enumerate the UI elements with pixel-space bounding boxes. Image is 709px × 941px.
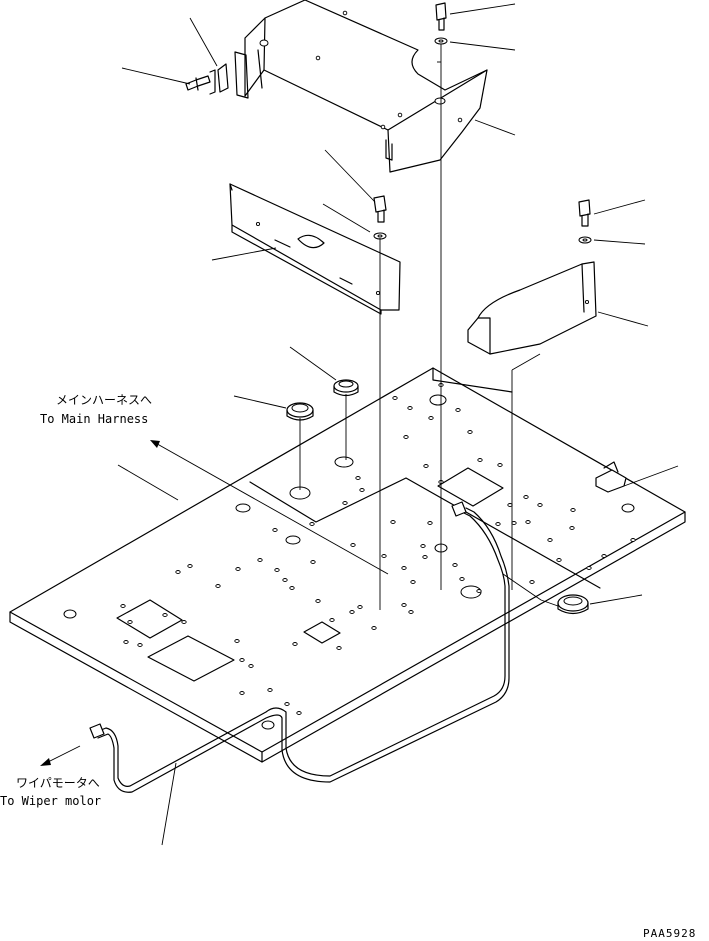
bolt-hole — [586, 566, 592, 570]
bolt-hole — [403, 435, 409, 439]
bolt-hole — [234, 639, 240, 643]
label-main-harness-en: To Main Harness — [40, 412, 148, 426]
bolt-hole — [187, 564, 193, 568]
bolt-hole — [162, 613, 168, 617]
bolt-hole — [507, 503, 513, 507]
bolt-hole — [371, 626, 377, 630]
bolt-hole — [235, 567, 241, 571]
bolt-hole — [428, 416, 434, 420]
bolt-hole — [127, 620, 133, 624]
assembly-lines — [299, 44, 559, 610]
bolt-hole — [120, 604, 126, 608]
bolt-hole — [427, 521, 433, 525]
small-holes — [120, 383, 636, 715]
bolt-hole — [537, 503, 543, 507]
bolt-hole — [392, 396, 398, 400]
bolt-hole — [556, 558, 562, 562]
bolt-hole — [467, 430, 473, 434]
bolt-hole — [511, 521, 517, 525]
bolt-hole — [349, 610, 355, 614]
bolt-hole — [547, 538, 553, 542]
label-wiper-motor-jp: ワイパモータへ — [16, 776, 100, 790]
bolt-hole — [570, 508, 576, 512]
bolt-hole — [357, 605, 363, 609]
washer-right — [578, 236, 592, 244]
bolt-top — [435, 2, 447, 31]
bolt-hole — [529, 580, 535, 584]
label-wiper-motor: ワイパモータへ To Wiper molor — [0, 776, 101, 808]
leader-lines — [40, 3, 679, 846]
bolt-hole — [601, 554, 607, 558]
bolt-hole — [420, 544, 426, 548]
bolt-hole — [315, 599, 321, 603]
bolt-hole — [452, 563, 458, 567]
bolt-hole — [274, 568, 280, 572]
bolt-hole — [267, 688, 273, 692]
bolt-hole — [296, 711, 302, 715]
bolt-hole — [123, 640, 129, 644]
top-cover — [234, 0, 488, 173]
bolt-hole — [284, 702, 290, 706]
bolt-hole — [359, 488, 365, 492]
label-main-harness-jp: メインハーネスへ — [56, 393, 152, 407]
bolt-hole — [455, 408, 461, 412]
bolt-hole — [137, 643, 143, 647]
bolt-hole — [336, 646, 342, 650]
bolt-hole — [630, 538, 636, 542]
bolt-hole — [239, 691, 245, 695]
bolt-hole — [477, 458, 483, 462]
bolt-hole — [423, 464, 429, 468]
clip-bracket — [209, 63, 229, 95]
bolt-hole — [342, 501, 348, 505]
bolt-hole — [289, 586, 295, 590]
bolt-hole — [257, 558, 263, 562]
bolt-hole — [309, 522, 315, 526]
label-wiper-motor-en: To Wiper molor — [0, 794, 101, 808]
bolt-hole — [459, 577, 465, 581]
bolt-hole — [329, 618, 335, 622]
bolt-hole — [282, 578, 288, 582]
bolt-hole — [408, 610, 414, 614]
grommet-center — [333, 379, 359, 397]
bolt-hole — [525, 520, 531, 524]
bolt-hole — [248, 664, 254, 668]
middle-cover — [229, 183, 401, 315]
bolt-hole — [569, 526, 575, 530]
bolt-middle — [373, 195, 387, 223]
bolt-hole — [292, 642, 298, 646]
bolt-hole — [381, 554, 387, 558]
grommet-right — [557, 594, 589, 615]
bolt-hole — [407, 406, 413, 410]
bolt-hole — [272, 528, 278, 532]
bolt-hole — [476, 589, 482, 593]
label-main-harness: メインハーネスへ To Main Harness — [40, 393, 152, 426]
bolt-hole — [401, 603, 407, 607]
grommet-left — [286, 402, 314, 421]
washer-top — [434, 37, 448, 45]
bolt-hole — [181, 620, 187, 624]
bolt-hole — [401, 566, 407, 570]
screw — [185, 75, 211, 91]
bolt-hole — [410, 580, 416, 584]
drawing-code: PAA5928 — [643, 927, 696, 940]
bolt-hole — [355, 476, 361, 480]
bolt-hole — [175, 570, 181, 574]
bolt-hole — [215, 584, 221, 588]
wiper-harness — [89, 501, 510, 793]
bolt-right — [578, 199, 591, 227]
right-cover — [467, 261, 597, 355]
bolt-hole — [390, 520, 396, 524]
bolt-hole — [350, 543, 356, 547]
bolt-hole — [497, 463, 503, 467]
bolt-hole — [523, 495, 529, 499]
bolt-hole — [495, 522, 501, 526]
floor-plate — [9, 367, 686, 763]
bolt-hole — [310, 560, 316, 564]
bolt-hole — [239, 658, 245, 662]
bolt-hole — [422, 555, 428, 559]
